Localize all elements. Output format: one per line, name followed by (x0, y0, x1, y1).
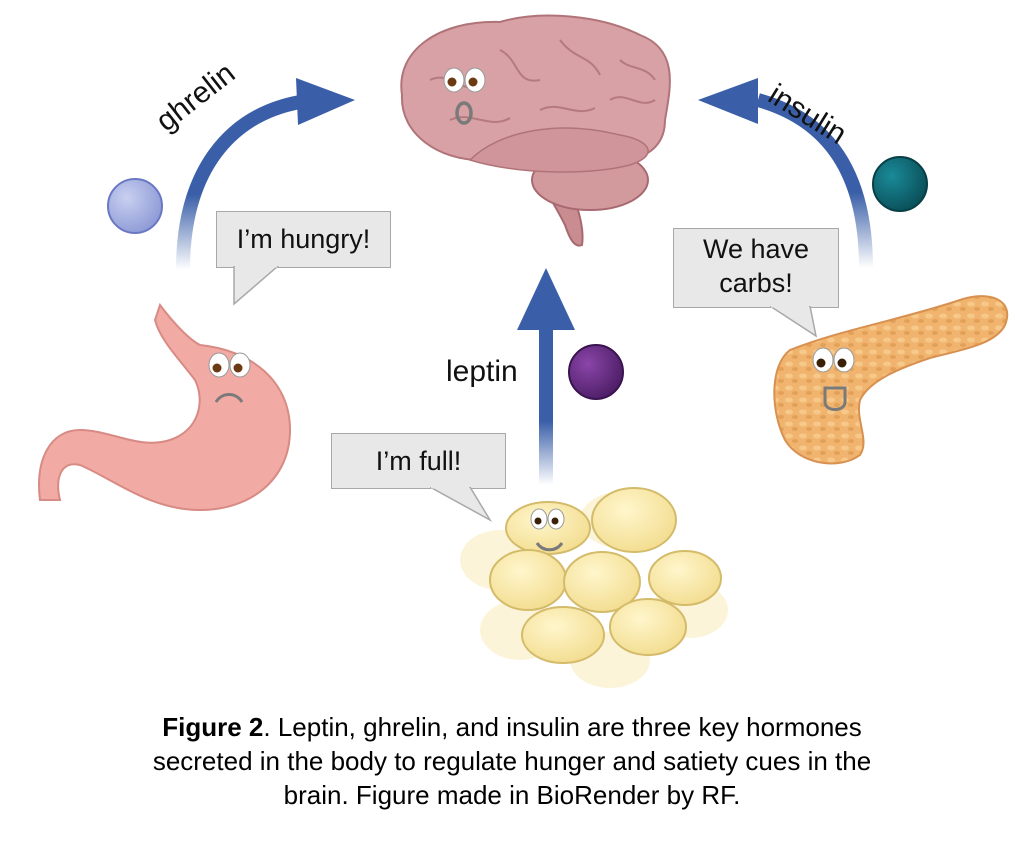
stomach-illustration (38, 302, 292, 512)
hormone-diagram: I’m hungry! I’m full! We have carbs! ghr… (38, 14, 1009, 688)
ghrelin-molecule-icon (107, 178, 163, 234)
stomach-bubble-tail (233, 266, 280, 306)
pancreas-smile (823, 386, 847, 411)
leptin-arrow (517, 268, 575, 485)
caption-label: Figure 2 (162, 712, 264, 742)
stomach-speech-bubble: I’m hungry! (216, 211, 391, 268)
brain-mouth (455, 101, 473, 125)
leptin-arrowhead (517, 268, 575, 330)
insulin-arrowhead (698, 78, 758, 124)
caption-line-3: brain. Figure made in BioRender by RF. (283, 780, 741, 810)
stomach-speech-text: I’m hungry! (236, 224, 371, 254)
pancreas-illustration (773, 295, 1009, 465)
ghrelin-arrowhead (296, 78, 355, 125)
ghrelin-arrow (176, 78, 355, 271)
insulin-molecule-icon (872, 156, 928, 212)
fat-cells-illustration (460, 487, 728, 688)
brain-illustration (400, 14, 671, 247)
pancreas-bubble-tail (770, 306, 818, 338)
caption-line-1: . Leptin, ghrelin, and insulin are three… (263, 712, 862, 742)
fat-bubble-tail (430, 487, 493, 523)
pancreas-speech-line-1: We have (702, 234, 810, 264)
diagram-canvas (38, 14, 1009, 688)
stomach-frown (214, 393, 244, 403)
fat-speech-bubble: I’m full! (331, 433, 506, 489)
pancreas-speech-bubble: We have carbs! (673, 228, 839, 308)
leptin-molecule-icon (568, 344, 624, 400)
caption-line-2: secreted in the body to regulate hunger … (152, 746, 872, 776)
fat-smile (535, 542, 564, 552)
pancreas-speech-line-2: carbs! (719, 267, 793, 298)
fat-speech-text: I’m full! (375, 446, 462, 476)
figure-caption: Figure 2. Leptin, ghrelin, and insulin a… (0, 710, 1024, 812)
leptin-label: leptin (446, 355, 518, 388)
insulin-arrow (698, 78, 873, 269)
